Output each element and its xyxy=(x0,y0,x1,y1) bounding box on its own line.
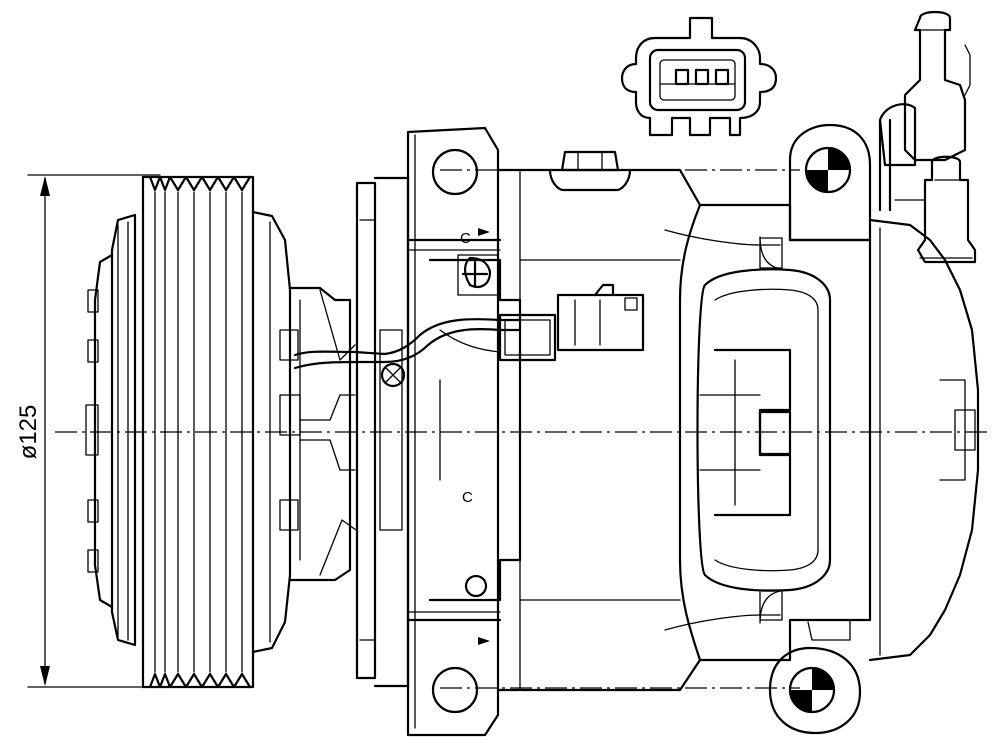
service-ports xyxy=(878,10,977,264)
clutch-hub xyxy=(85,213,137,647)
diameter-dimension: ø125 xyxy=(15,174,161,688)
rear-head xyxy=(868,218,980,662)
center-lines xyxy=(55,169,990,689)
wire-harness xyxy=(383,254,645,364)
diameter-label: ø125 xyxy=(15,405,42,460)
lower-marker: C xyxy=(462,489,473,506)
clutch-coil xyxy=(279,286,387,582)
rear-mounts xyxy=(768,123,872,735)
compressor-body xyxy=(428,168,872,692)
front-flange xyxy=(355,126,502,737)
upper-marker: C xyxy=(460,230,471,247)
hex-bolt xyxy=(548,150,632,192)
electrical-connector xyxy=(620,16,778,137)
pulley xyxy=(141,175,292,689)
section-markers: C C xyxy=(460,228,490,645)
